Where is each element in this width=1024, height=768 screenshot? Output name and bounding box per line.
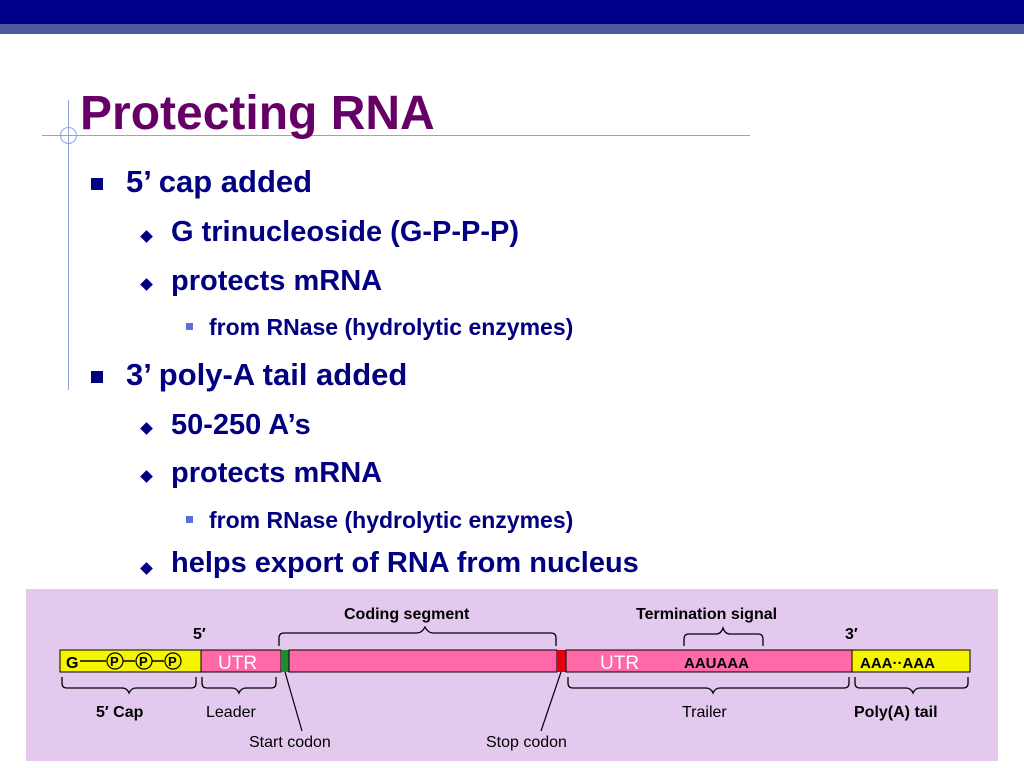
bullet-text: 5’ cap added <box>126 164 313 199</box>
decor-vertical-line <box>68 100 69 390</box>
bullet-square-icon <box>91 371 103 383</box>
trailer-brace <box>567 677 850 695</box>
three-prime-label: 3′ <box>845 626 858 643</box>
poly-a-segment <box>851 649 971 673</box>
bullet-small-square-icon <box>186 323 193 330</box>
termination-signal-brace <box>683 625 764 646</box>
mrna-diagram: G P P P UTR UTR AAUAAA AAA··AAA 5′ 3′ Co… <box>26 589 998 761</box>
stop-codon-mark <box>557 650 566 672</box>
bullet-text: G trinucleoside (G-P-P-P) <box>171 216 520 248</box>
termination-signal-sequence: AAUAAA <box>684 655 749 672</box>
utr-left-label: UTR <box>218 653 257 674</box>
stop-codon-pointer <box>540 671 562 732</box>
start-codon-mark <box>281 650 289 672</box>
mrna-diagram-svg: G P P P UTR UTR AAUAAA AAA··AAA 5′ 3′ Co… <box>59 606 971 751</box>
leader-label: Leader <box>206 704 256 721</box>
coding-segment-label: Coding segment <box>344 606 470 623</box>
bullet-text: protects mRNA <box>171 457 383 489</box>
coding-segment-brace <box>278 625 557 646</box>
slide-title: Protecting RNA <box>80 87 435 140</box>
cap-brace <box>61 677 197 695</box>
poly-a-sequence: AAA··AAA <box>860 655 935 672</box>
top-banner-stripe <box>0 24 1024 34</box>
cap-g-label: G <box>66 655 78 672</box>
cap-label: 5′ Cap <box>96 704 144 721</box>
leader-brace <box>201 677 277 695</box>
bullet-diamond-icon <box>140 562 153 575</box>
poly-a-brace <box>854 677 969 695</box>
bullet-diamond-icon <box>140 230 153 243</box>
bullet-text: from RNase (hydrolytic enzymes) <box>209 507 574 533</box>
coding-segment-bar <box>288 649 558 673</box>
start-codon-label: Start codon <box>249 734 331 751</box>
bullet-text: 3’ poly-A tail added <box>126 357 408 392</box>
bullet-text: 50-250 A’s <box>171 409 311 441</box>
bullet-diamond-icon <box>140 422 153 435</box>
five-prime-label: 5′ <box>193 626 206 643</box>
termination-signal-label: Termination signal <box>636 606 777 623</box>
poly-a-tail-label: Poly(A) tail <box>854 704 938 721</box>
bullet-text: protects mRNA <box>171 265 383 297</box>
phosphate-label: P <box>110 654 119 669</box>
bullet-square-icon <box>91 178 103 190</box>
decor-horizontal-line <box>42 135 750 136</box>
bullet-diamond-icon <box>140 278 153 291</box>
stop-codon-label: Stop codon <box>486 734 567 751</box>
phosphate-icon <box>164 652 182 670</box>
bullet-small-square-icon <box>186 516 193 523</box>
phosphate-label: P <box>168 654 177 669</box>
bullet-text: from RNase (hydrolytic enzymes) <box>209 314 574 340</box>
bullet-text: helps export of RNA from nucleus <box>171 547 639 579</box>
phosphate-label: P <box>139 654 148 669</box>
utr-right-label: UTR <box>600 653 639 674</box>
top-banner <box>0 0 1024 24</box>
decor-circle <box>60 127 77 144</box>
start-codon-pointer <box>284 671 303 732</box>
trailer-label: Trailer <box>682 704 727 721</box>
bullet-diamond-icon <box>140 470 153 483</box>
